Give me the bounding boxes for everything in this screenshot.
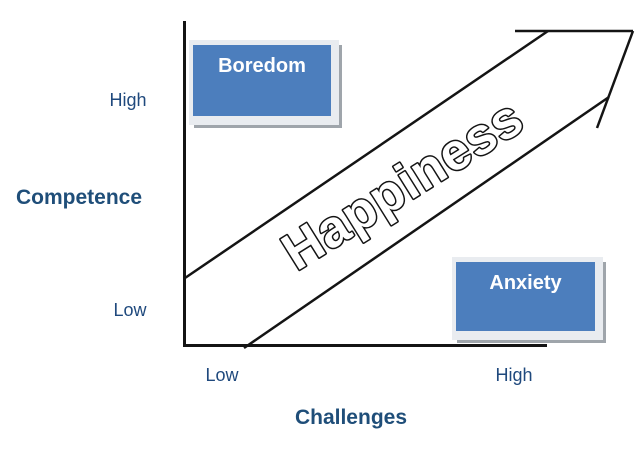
x-axis-high-tick-label: High xyxy=(495,365,533,385)
y-axis-high-tick-label: High xyxy=(109,90,147,110)
happiness-arrow-head-right-line xyxy=(595,30,635,129)
boredom-box: Boredom xyxy=(189,40,339,125)
y-axis-title: Competence xyxy=(15,186,143,209)
happiness-arrow-shaft-lower-line xyxy=(243,95,610,350)
happiness-arrow-shaft-upper-line xyxy=(184,29,549,280)
anxiety-box-label: Anxiety xyxy=(489,272,562,294)
x-axis-title: Challenges xyxy=(294,406,408,429)
anxiety-box: Anxiety xyxy=(452,257,603,340)
y-axis-low-tick-label: Low xyxy=(113,300,147,320)
boredom-box-fill: Boredom xyxy=(193,45,331,116)
x-axis-low-tick-label: Low xyxy=(205,365,239,385)
boredom-box-label: Boredom xyxy=(218,55,306,77)
anxiety-box-fill: Anxiety xyxy=(456,262,595,331)
